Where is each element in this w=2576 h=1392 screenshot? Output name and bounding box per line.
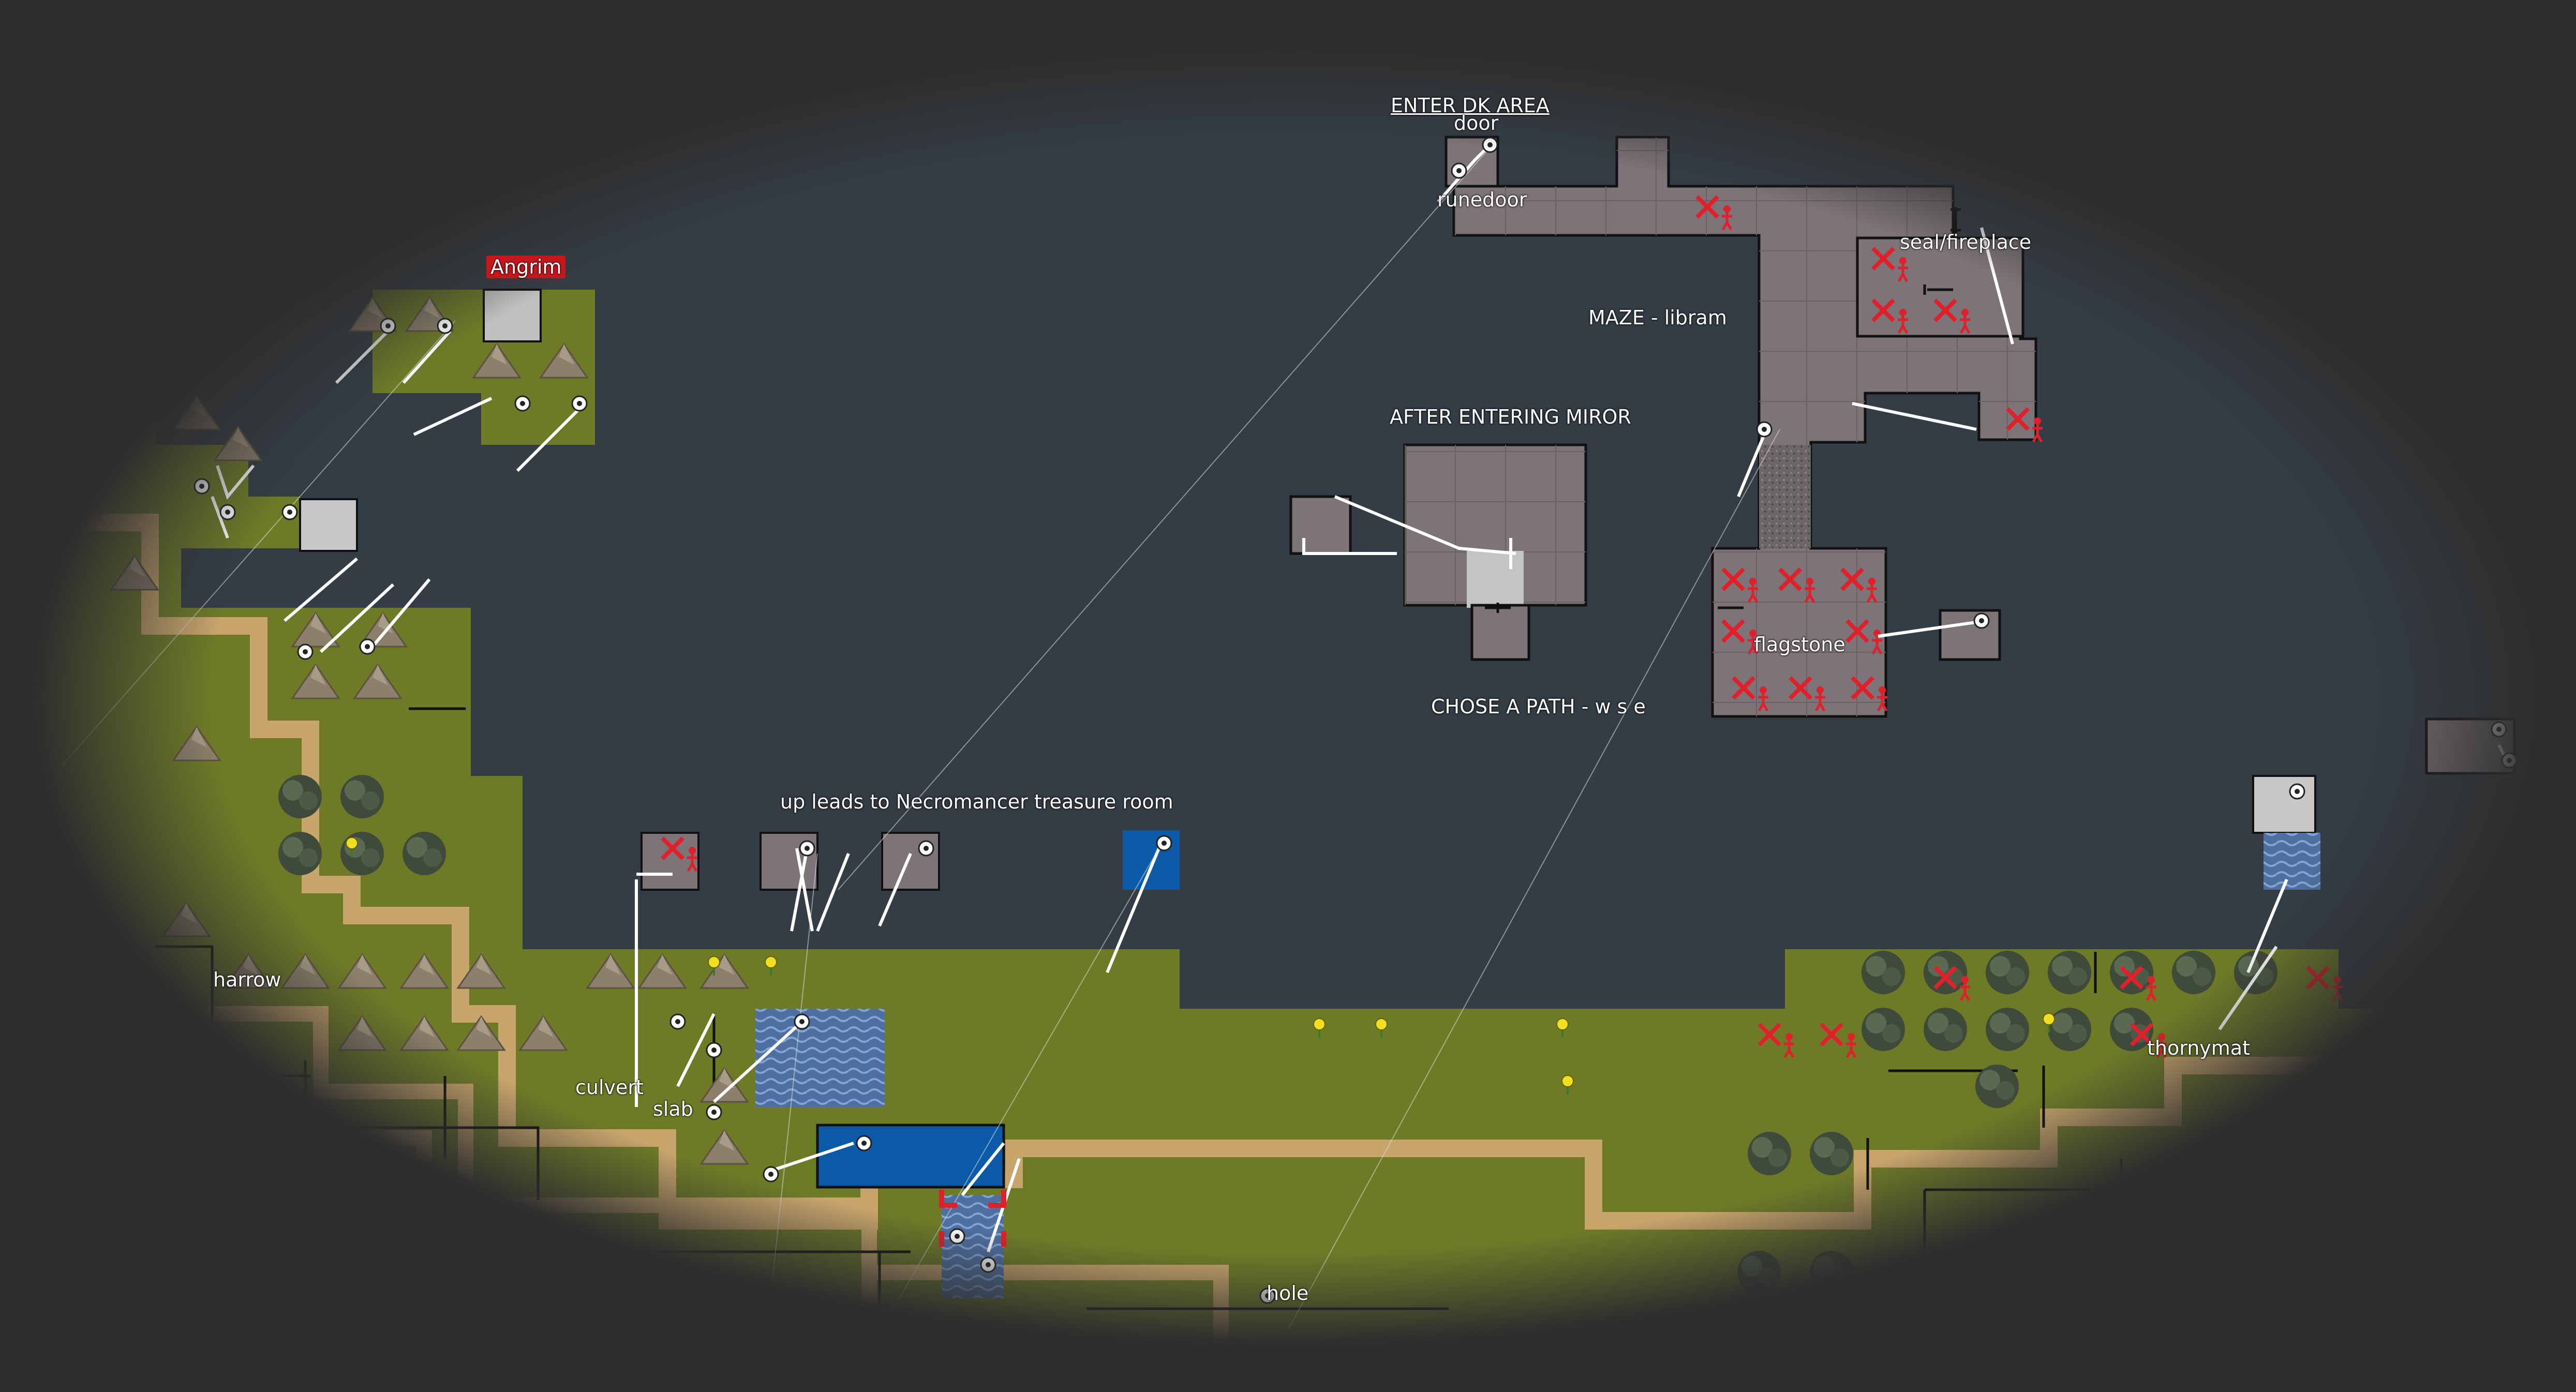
angrim-label[interactable]: Angrim [486,256,566,278]
culvert-label: culvert [575,1076,644,1099]
maze-libram-label: MAZE - libram [1588,306,1727,329]
enter-dk-area-label: ENTER DK AREA [1391,94,1550,117]
seal-fireplace-label: seal/fireplace [1900,231,2032,253]
hole-label: hole [1267,1282,1309,1305]
slab-label: slab [653,1098,693,1120]
door-label: door [1454,112,1499,134]
thornymat-label: thornymat [2147,1037,2250,1059]
necromancer-room-label: up leads to Necromancer treasure room [780,790,1173,813]
harrow-label: harrow [213,968,281,991]
runedoor-label: runedoor [1437,188,1527,211]
flagstone-label: flagstone [1754,633,1845,656]
chose-a-path-label: CHOSE A PATH - w s e [1431,695,1646,718]
after-entering-miror-label: AFTER ENTERING MIROR [1390,406,1631,428]
